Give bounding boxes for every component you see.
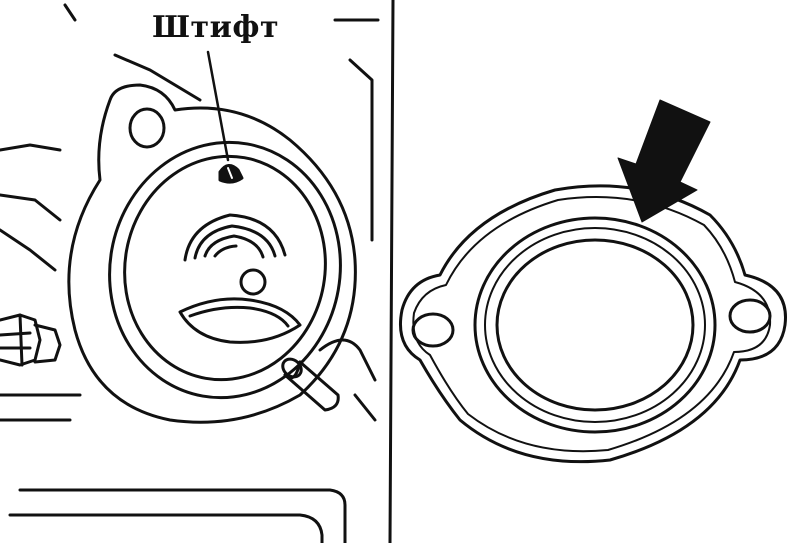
pin-leader-line [208, 52, 228, 160]
dowel-pin [279, 355, 338, 410]
block-outline [115, 55, 200, 100]
block-outline [0, 195, 60, 220]
gasket-outline-inner [413, 197, 770, 451]
block-outline [355, 395, 375, 420]
housing-bore [107, 140, 343, 395]
pin-label: Штифт [152, 10, 280, 45]
gasket-hole-left [413, 314, 453, 346]
gasket-opening [497, 240, 693, 410]
gasket-bead-mid [485, 228, 705, 422]
panel-divider [390, 0, 393, 543]
block-outline [20, 490, 345, 543]
block-outline [320, 340, 375, 380]
housing-inner-ring [90, 124, 361, 416]
right-panel [400, 100, 785, 462]
block-outline [0, 230, 55, 270]
block-outline [0, 145, 60, 150]
pointer-arrow [618, 100, 710, 222]
gasket-outline [400, 186, 785, 462]
housing-flange [69, 85, 356, 422]
pin [220, 165, 242, 182]
thermostat-coil [180, 215, 300, 342]
block-outline [10, 515, 322, 543]
block-outline [65, 5, 75, 20]
gasket-hole-right [730, 300, 770, 332]
left-panel [0, 5, 378, 543]
bolt-hole [130, 109, 164, 147]
hose-fitting [0, 315, 60, 365]
block-outline [350, 60, 372, 240]
gasket-bead-outer [475, 218, 715, 432]
